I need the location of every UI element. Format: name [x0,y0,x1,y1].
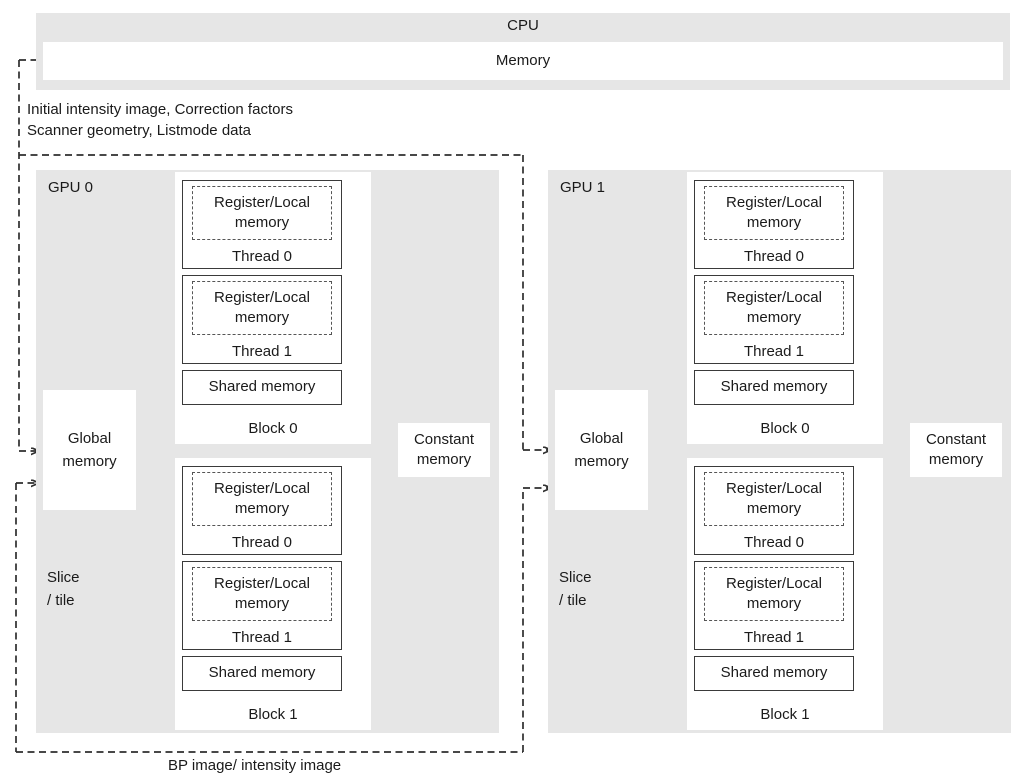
gpu1-global-memory-label-line1: Global [579,430,624,447]
gpu0-slice-tile-line1: Slice [47,569,80,586]
register-label-line1: Register/Local [726,194,822,211]
register-label-line1: Register/Local [726,289,822,306]
gpu1-block0-thread1-label: Thread 1 [743,343,805,360]
gpu1-block1-thread0-label: Thread 0 [743,534,805,551]
cpu-panel: CPU Memory [36,13,1010,90]
gpu1-block0-thread0-box: Register/Local memory Thread 0 [694,180,854,269]
gpu0-block0-thread1-label: Thread 1 [231,343,293,360]
gpu0-block0: Register/Local memory Thread 0 Register/… [175,172,371,444]
register-label-line1: Register/Local [214,194,310,211]
gpu1-block0-thread0-label: Thread 0 [743,248,805,265]
gpu1-block0: Register/Local memory Thread 0 Register/… [687,172,883,444]
gpu1-global-memory-label-line2: memory [574,453,629,470]
gpu0-block1: Register/Local memory Thread 0 Register/… [175,458,371,730]
gpu0-slice-tile-line2: / tile [47,592,75,609]
gpu1-block0-shared-memory-box: Shared memory [694,370,854,405]
register-label-line2: memory [746,214,802,231]
gpu0-block0-thread1-box: Register/Local memory Thread 1 [182,275,342,364]
gpu1-label: GPU 1 [560,179,606,196]
cpu-label: CPU [507,17,539,34]
gpu1-slice-tile-line1: Slice [559,569,592,586]
register-label-line2: memory [234,595,290,612]
gpu1-constant-memory-box: Constant memory [910,423,1002,477]
register-label-line2: memory [746,500,802,517]
gpu0-block1-label: Block 1 [248,706,298,723]
gpu1-block0-thread1-box: Register/Local memory Thread 1 [694,275,854,364]
gpu0-block0-thread0-label: Thread 0 [231,248,293,265]
gpu0-constant-memory-box: Constant memory [398,423,490,477]
gpu0-panel: GPU 0 Global memory Slice / tile Registe… [36,170,499,733]
gpu0-global-memory-label-line1: Global [67,430,112,447]
gpu1-block1-thread1-box: Register/Local memory Thread 1 [694,561,854,650]
register-label-line2: memory [234,309,290,326]
gpu0-global-memory-box: Global memory [43,390,136,510]
gpu0-block1-thread1-label: Thread 1 [231,629,293,646]
gpu1-block0-label: Block 0 [760,420,810,437]
gpu1-block1-shared-memory-box: Shared memory [694,656,854,691]
gpu0-block0-thread0-register-box: Register/Local memory [192,186,332,240]
gpu1-block1-thread0-box: Register/Local memory Thread 0 [694,466,854,555]
gpu0-slice-tile-label: Slice / tile [47,566,80,612]
gpu1-global-memory-box: Global memory [555,390,648,510]
register-label-line2: memory [746,595,802,612]
gpu1-panel: GPU 1 Global memory Slice / tile Registe… [548,170,1011,733]
gpu0-block1-shared-memory-box: Shared memory [182,656,342,691]
register-label-line2: memory [746,309,802,326]
gpu0-label: GPU 0 [48,179,94,196]
gpu1-block1-thread1-register-box: Register/Local memory [704,567,844,621]
gpu0-block1-thread0-label: Thread 0 [231,534,293,551]
cpu-memory-box: Memory [43,42,1003,80]
gpu0-block0-thread0-box: Register/Local memory Thread 0 [182,180,342,269]
register-label-line1: Register/Local [726,480,822,497]
gpu1-block1-label: Block 1 [760,706,810,723]
gpu1-block0-thread0-register-box: Register/Local memory [704,186,844,240]
register-label-line2: memory [234,214,290,231]
gpu0-block1-thread1-register-box: Register/Local memory [192,567,332,621]
gpu0-block1-thread1-box: Register/Local memory Thread 1 [182,561,342,650]
gpu0-block0-shared-memory-box: Shared memory [182,370,342,405]
gpu0-constant-memory-label-line2: memory [416,451,472,468]
register-label-line1: Register/Local [214,289,310,306]
gpu1-block1: Register/Local memory Thread 0 Register/… [687,458,883,730]
host-to-device-annotation-line1: Initial intensity image, Correction fact… [27,101,293,118]
gpu1-constant-memory-label-line2: memory [928,451,984,468]
register-label-line1: Register/Local [726,575,822,592]
gpu1-constant-memory-label-line1: Constant [925,431,987,448]
gpu0-block1-thread0-box: Register/Local memory Thread 0 [182,466,342,555]
device-to-host-annotation: BP image/ intensity image [168,757,342,774]
register-label-line2: memory [234,500,290,517]
gpu1-block1-thread1-label: Thread 1 [743,629,805,646]
gpu1-slice-tile-line2: / tile [559,592,587,609]
gpu0-constant-memory-label-line1: Constant [413,431,475,448]
register-label-line1: Register/Local [214,575,310,592]
gpu1-block0-thread1-register-box: Register/Local memory [704,281,844,335]
host-to-device-annotation-line2: Scanner geometry, Listmode data [27,122,252,139]
gpu0-block0-label: Block 0 [248,420,298,437]
gpu0-block1-thread0-register-box: Register/Local memory [192,472,332,526]
gpu1-slice-tile-label: Slice / tile [559,566,592,612]
register-label-line1: Register/Local [214,480,310,497]
gpu0-global-memory-label-line2: memory [62,453,117,470]
gpu0-block0-thread1-register-box: Register/Local memory [192,281,332,335]
gpu1-block1-thread0-register-box: Register/Local memory [704,472,844,526]
